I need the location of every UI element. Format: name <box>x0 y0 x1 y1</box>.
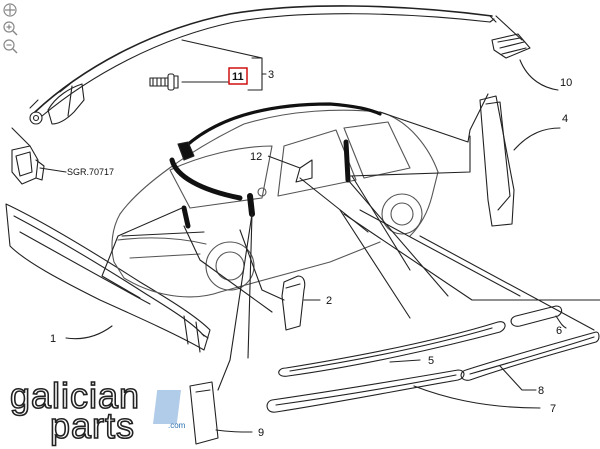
brand-suffix: .com <box>168 421 186 430</box>
b-pillar-trim <box>479 95 515 227</box>
car-outline <box>111 109 439 298</box>
zoom-out-icon[interactable] <box>2 38 18 54</box>
callout-11[interactable]: 11 <box>232 71 244 83</box>
trim-cap-part <box>281 275 306 331</box>
callout-1: 1 <box>50 333 56 345</box>
callout-2: 2 <box>326 295 332 307</box>
callout-5: 5 <box>428 355 434 367</box>
pan-icon[interactable] <box>2 2 18 18</box>
brand-line-1: galician <box>9 375 141 416</box>
rocker-moulding-7 <box>266 369 465 413</box>
brand-line-2: parts <box>49 405 136 446</box>
callout-8: 8 <box>538 385 544 397</box>
callout-12: 12 <box>250 151 262 163</box>
reference-label[interactable]: SGR.70717 <box>67 167 115 177</box>
zoom-in-icon[interactable] <box>2 20 18 36</box>
callout-10: 10 <box>560 77 572 89</box>
a-pillar-trim <box>47 83 85 125</box>
callout-7: 7 <box>550 403 556 415</box>
brand-logo: galician parts .com <box>9 375 200 445</box>
callout-6: 6 <box>556 325 562 337</box>
door-clip-part <box>189 381 219 445</box>
trim-strip-6 <box>510 305 563 327</box>
callout-9: 9 <box>258 427 264 439</box>
callout-3: 3 <box>268 69 274 81</box>
roof-moulding-strip <box>34 5 493 113</box>
callout-11-box <box>228 67 248 85</box>
bumper-beam <box>5 203 211 353</box>
zoom-toolbar <box>2 2 20 54</box>
callout-4: 4 <box>562 113 568 125</box>
window-moulding <box>491 33 531 59</box>
rocker-moulding-5 <box>278 321 506 377</box>
side-clip <box>11 145 45 185</box>
brand-flag-shape <box>153 390 181 424</box>
highlighted-trims <box>169 102 382 229</box>
rocker-moulding-8 <box>460 331 600 381</box>
bolt-part <box>149 73 179 91</box>
